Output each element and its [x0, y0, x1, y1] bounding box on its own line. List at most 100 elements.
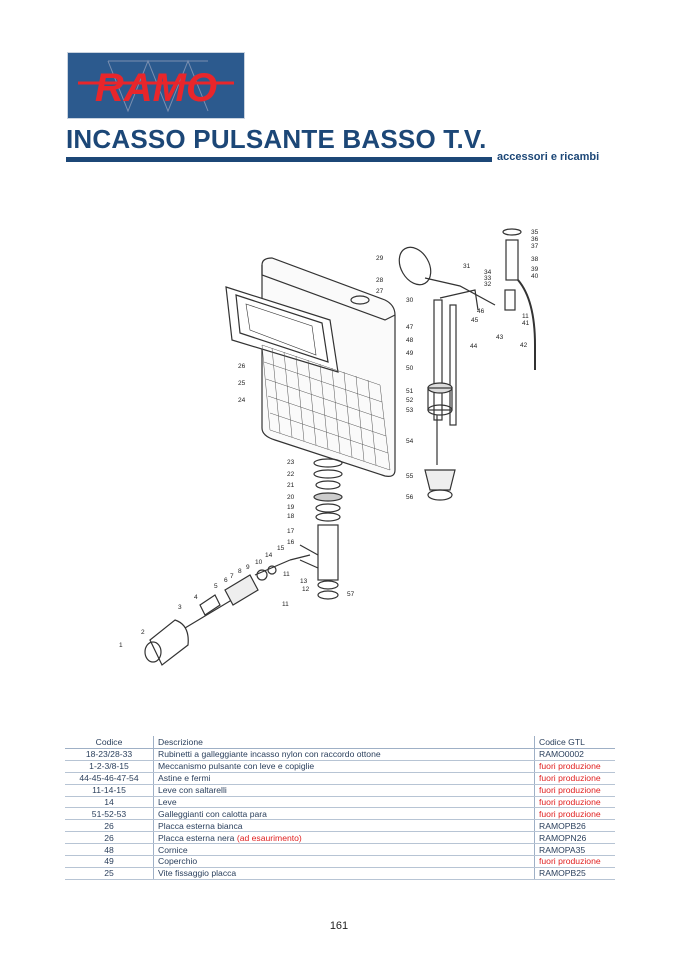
part-label: 42 [520, 342, 528, 349]
part-label: 19 [287, 504, 295, 511]
part-label: 31 [463, 263, 471, 270]
part-label: 40 [531, 273, 539, 280]
page-number: 161 [329, 920, 349, 932]
description-text: Galleggianti con calotta para [158, 808, 267, 819]
description-text: Meccanismo pulsante con leve e copiglie [158, 761, 315, 772]
description-text: Leve [158, 797, 177, 807]
part-label: 15 [277, 545, 285, 552]
cell-codice-gtl: fuori produzione [534, 855, 615, 868]
cell-codice: 25 [65, 867, 154, 880]
part-label: 7 [230, 573, 234, 580]
page-title: INCASSO PULSANTE BASSO T.V. [66, 124, 487, 154]
part-label: 4 [194, 594, 198, 601]
part-label: 25 [238, 380, 246, 387]
part-label: 23 [287, 459, 295, 466]
part-label: 26 [238, 363, 246, 370]
part-label: 35 [531, 229, 539, 236]
part-label: 34 [484, 269, 492, 276]
cell-codice: 44-45-46-47-54 [65, 772, 154, 785]
cell-codice-gtl: fuori produzione [534, 807, 615, 821]
cell-codice-gtl: fuori produzione [534, 760, 615, 773]
description-text: Astine e fermi [158, 773, 211, 784]
cell-descrizione: Leve con saltarelli [153, 784, 535, 797]
part-label: 9 [246, 564, 250, 571]
part-label: 21 [287, 482, 295, 489]
header-codice-gtl: Codice GTL [534, 736, 615, 749]
part-label: 11 [282, 601, 289, 608]
title-underline [66, 157, 492, 162]
part-label: 22 [287, 471, 295, 478]
description-text: Leve con saltarelli [158, 785, 227, 796]
part-label: 14 [265, 552, 273, 559]
part-label: 45 [471, 317, 479, 324]
cell-descrizione: Meccanismo pulsante con leve e copiglie [153, 760, 535, 773]
table-row: 18-23/28-33 Rubinetti a galleggiante inca… [65, 748, 615, 761]
cell-codice: 51-52-53 [65, 807, 154, 821]
part-label: 44 [470, 343, 478, 350]
part-label: 17 [287, 528, 295, 535]
part-label: 48 [406, 337, 414, 344]
cell-descrizione: Rubinetti a galleggiante incasso nylon c… [153, 748, 535, 761]
description-note: (ad esaurimento) [236, 832, 302, 843]
part-label: 20 [287, 494, 295, 501]
header-codice: Codice [65, 736, 154, 749]
header-descrizione: Descrizione [153, 736, 535, 749]
table-row: 48 Cornice RAMOPA35 [65, 843, 615, 857]
cell-codice: 26 [65, 831, 154, 845]
part-label: 30 [406, 297, 414, 304]
cell-codice: 11-14-15 [65, 784, 154, 797]
part-label: 11 [522, 313, 529, 320]
description-text: Placca esterna nera [158, 832, 235, 843]
cell-codice: 1-2-3/8-15 [65, 760, 154, 773]
part-label: 57 [347, 591, 355, 598]
part-label: 6 [224, 577, 228, 584]
part-label: 1 [119, 642, 123, 649]
part-number-labels: 3536373839403433323129282730464511414347… [119, 229, 539, 649]
part-label: 11 [283, 571, 290, 578]
cell-codice-gtl: fuori produzione [534, 796, 615, 809]
part-label: 36 [531, 236, 539, 243]
cell-codice-gtl: RAMO0002 [534, 748, 615, 761]
parts-table: Codice Descrizione Codice GTL 18-23/28-3… [65, 736, 615, 880]
cell-codice: 48 [65, 843, 154, 857]
part-label: 12 [302, 586, 310, 593]
cell-codice-gtl: RAMOPA35 [534, 843, 615, 857]
part-label: 46 [477, 308, 485, 315]
cell-codice-gtl: RAMOPN26 [534, 831, 615, 845]
table-row: 44-45-46-47-54 Astine e fermi fuori produz… [65, 772, 615, 785]
part-label: 51 [406, 388, 414, 395]
part-label: 33 [484, 275, 492, 282]
ramo-logo: RAMO [67, 52, 245, 119]
part-label: 37 [531, 243, 539, 250]
part-label: 49 [406, 350, 414, 357]
part-label: 32 [484, 281, 492, 288]
part-label: 16 [287, 539, 295, 546]
part-label: 24 [238, 397, 246, 404]
part-label: 28 [376, 277, 384, 284]
cell-codice: 18-23/28-33 [65, 748, 154, 761]
part-label: 38 [531, 256, 539, 263]
description-text: Cornice [158, 844, 188, 855]
description-text: Rubinetti a galleggiante incasso nylon c… [158, 749, 381, 760]
logo-text: RAMO [95, 66, 217, 110]
part-label: 43 [496, 334, 504, 341]
cell-descrizione: Leve [153, 796, 535, 809]
cell-descrizione: Placca esterna bianca [153, 819, 535, 833]
part-label: 3 [178, 604, 182, 611]
cell-descrizione: Placca esterna nera (ad esaurimento) [153, 831, 535, 845]
part-label: 47 [406, 324, 414, 331]
cell-codice-gtl: fuori produzione [534, 772, 615, 785]
part-label: 29 [376, 255, 384, 262]
part-label: 50 [406, 365, 414, 372]
cell-descrizione: Cornice [153, 843, 535, 857]
cell-codice: 26 [65, 819, 154, 833]
page-subtitle: accessori e ricambi [497, 151, 600, 163]
cell-descrizione: Coperchio [153, 855, 535, 868]
part-label: 10 [255, 559, 263, 566]
part-label: 54 [406, 438, 414, 445]
